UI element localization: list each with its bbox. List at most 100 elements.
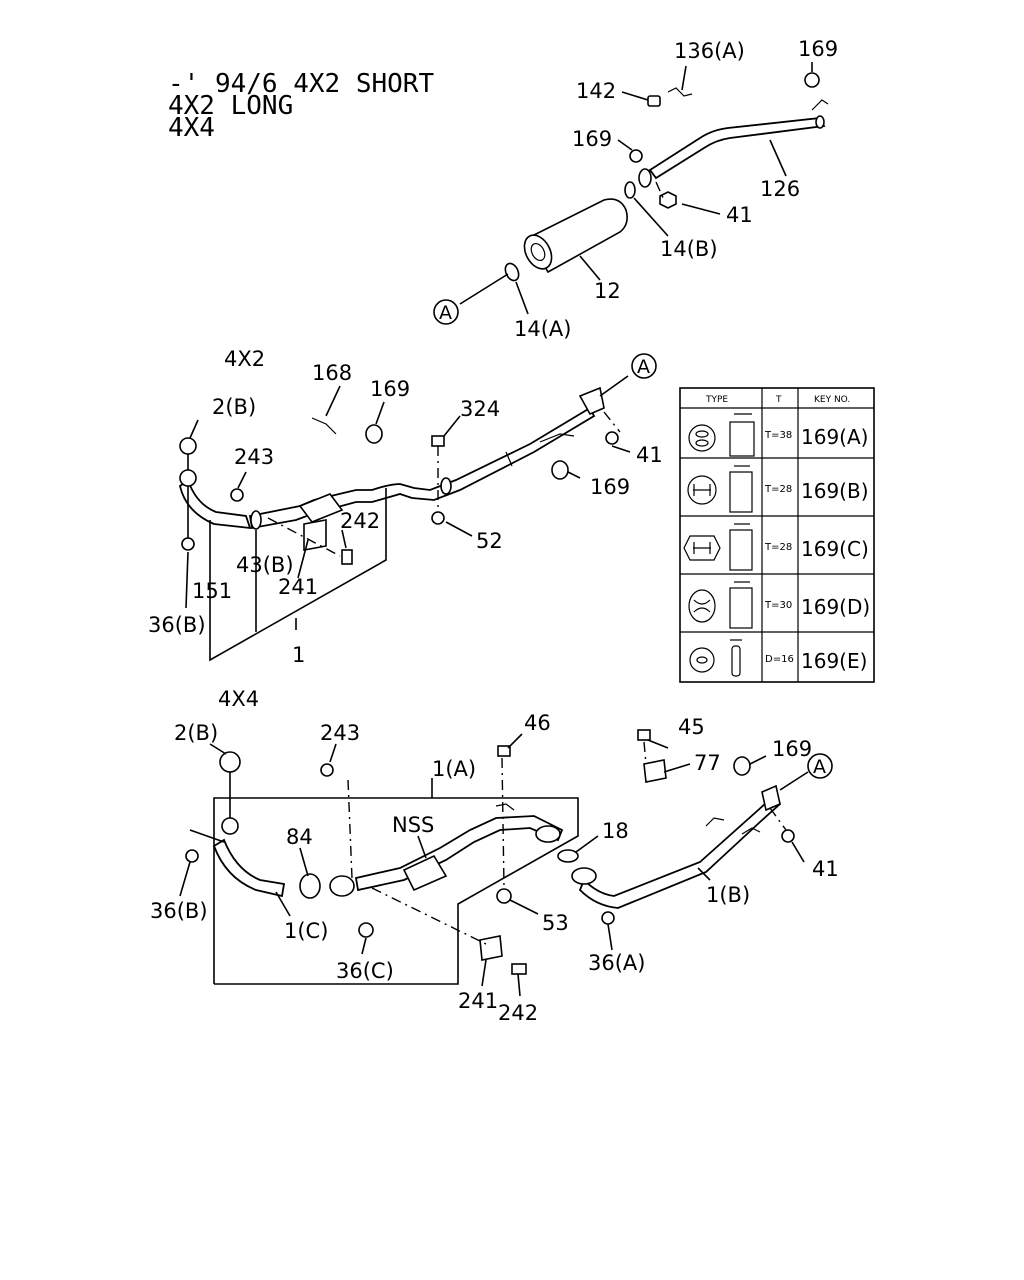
leader-242-4x2 (341, 529, 347, 549)
ref-marker-a-top-label: A (439, 302, 452, 324)
section-title-4x4: 4X4 (218, 687, 259, 711)
rubber-169-top-left (629, 149, 643, 163)
leader-52 (445, 521, 473, 537)
rubber-169-top-right (804, 72, 820, 88)
rubber-169-4x2-b (551, 460, 569, 480)
leader-2b-4x4 (209, 743, 227, 755)
rubber-169-4x4 (733, 756, 751, 776)
leader-45 (647, 739, 669, 749)
hanger-bracket-4x2 (539, 433, 575, 443)
ref-marker-a-4x4-label: A (813, 756, 826, 778)
muffler-front-face (523, 234, 553, 270)
header: -' 94/6 4X2 SHORT 4X2 LONG 4X4 (168, 69, 434, 143)
label-84: 84 (286, 825, 313, 849)
nut-41-top (659, 191, 677, 209)
label-43b: 43(B) (236, 553, 294, 577)
hanger-4x4 (495, 803, 515, 811)
table-row-b-t: T=28 (764, 484, 792, 495)
leader-14a (515, 281, 529, 315)
leader-36b-4x4-a (189, 829, 225, 843)
hanger-1b-b (741, 827, 761, 835)
tail-pipe-hanger (811, 99, 829, 111)
table-header-t: T (775, 395, 782, 405)
label-169-4x2-b: 169 (590, 475, 630, 499)
bracket-77 (643, 759, 667, 783)
leader-2b-4x2 (189, 419, 199, 439)
nut-41-4x2 (605, 431, 619, 445)
tail-pipe-end (815, 115, 825, 129)
leader-169-4x4 (749, 755, 767, 765)
main-pipe-1a (354, 815, 564, 892)
muffler-inlet (530, 242, 546, 262)
table-row-b-key: 169(B) (801, 479, 869, 503)
main-pipe-4x2 (248, 406, 596, 530)
bolt-242-4x2 (341, 549, 353, 565)
label-1: 1 (292, 643, 305, 667)
leader-41-top (681, 203, 721, 215)
leader-169-4x2-b (567, 471, 581, 479)
label-241-4x2: 241 (278, 575, 318, 599)
nut-2b-4x2 (179, 437, 197, 455)
label-53: 53 (542, 911, 569, 935)
leader-nss (417, 835, 427, 859)
table-row-a-key: 169(A) (801, 425, 868, 449)
converter-4x2 (298, 493, 344, 523)
leader-241-4x2 (297, 539, 309, 579)
table-row-e-key: 169(E) (801, 649, 867, 673)
label-41-4x4: 41 (812, 857, 839, 881)
label-1a: 1(A) (432, 757, 476, 781)
leader-243-4x4 (329, 743, 337, 763)
label-18: 18 (602, 819, 629, 843)
center-line-top (655, 181, 665, 201)
label-45: 45 (678, 715, 705, 739)
nut-53 (496, 888, 512, 904)
label-151: 151 (192, 579, 232, 603)
bolt-46 (497, 745, 511, 757)
table-frame (679, 387, 875, 683)
label-324: 324 (460, 397, 500, 421)
leader-242-4x4 (517, 973, 521, 997)
gasket-43b (250, 510, 262, 530)
table-row-e-t: D=16 (765, 654, 794, 665)
leader-243-4x2 (237, 471, 247, 489)
table-header-type: TYPE (705, 395, 728, 405)
nut-41-4x4 (781, 829, 795, 843)
label-241-4x4: 241 (458, 989, 498, 1013)
label-nss: NSS (392, 813, 434, 837)
label-46: 46 (524, 711, 551, 735)
leader-41-4x4 (791, 841, 805, 863)
rubber-169-4x2-a (365, 424, 383, 444)
hanger-1b-a (705, 817, 725, 827)
leader-ref-a-4x2 (599, 375, 629, 397)
section-4x2: 4X2 (148, 347, 663, 667)
pipe-flange-1a (329, 875, 355, 897)
muffler-12 (526, 198, 628, 274)
leader-136a (681, 65, 687, 91)
gasket-14a (504, 262, 520, 282)
leader-36a (607, 923, 613, 951)
label-169-top-right: 169 (798, 37, 838, 61)
bolt-142 (647, 95, 661, 107)
ref-marker-a-top (433, 299, 459, 325)
center-line-242-4x4 (371, 887, 487, 945)
leader-84 (299, 847, 309, 877)
label-41-top: 41 (726, 203, 753, 227)
leader-169-4x2-a (375, 401, 385, 425)
front-pipe-1c (212, 838, 286, 898)
leader-1c (275, 891, 291, 917)
label-1b: 1(B) (706, 883, 750, 907)
table-row-d-t: T=30 (764, 600, 792, 611)
header-line-2: 4X2 LONG (168, 91, 293, 121)
header-line-3: 4X4 (168, 113, 215, 143)
label-168: 168 (312, 361, 352, 385)
label-41-4x2: 41 (636, 443, 663, 467)
section-title-4x2: 4X2 (224, 347, 265, 371)
bracket-241-4x2 (303, 519, 327, 551)
leader-36b-4x2 (185, 551, 189, 609)
table-header-key: KEY NO. (814, 395, 850, 405)
assembly-1-outline (209, 488, 387, 662)
label-2b-4x4: 2(B) (174, 721, 218, 745)
pipe-flange-1a-rear (535, 825, 561, 843)
label-36c: 36(C) (336, 959, 394, 983)
